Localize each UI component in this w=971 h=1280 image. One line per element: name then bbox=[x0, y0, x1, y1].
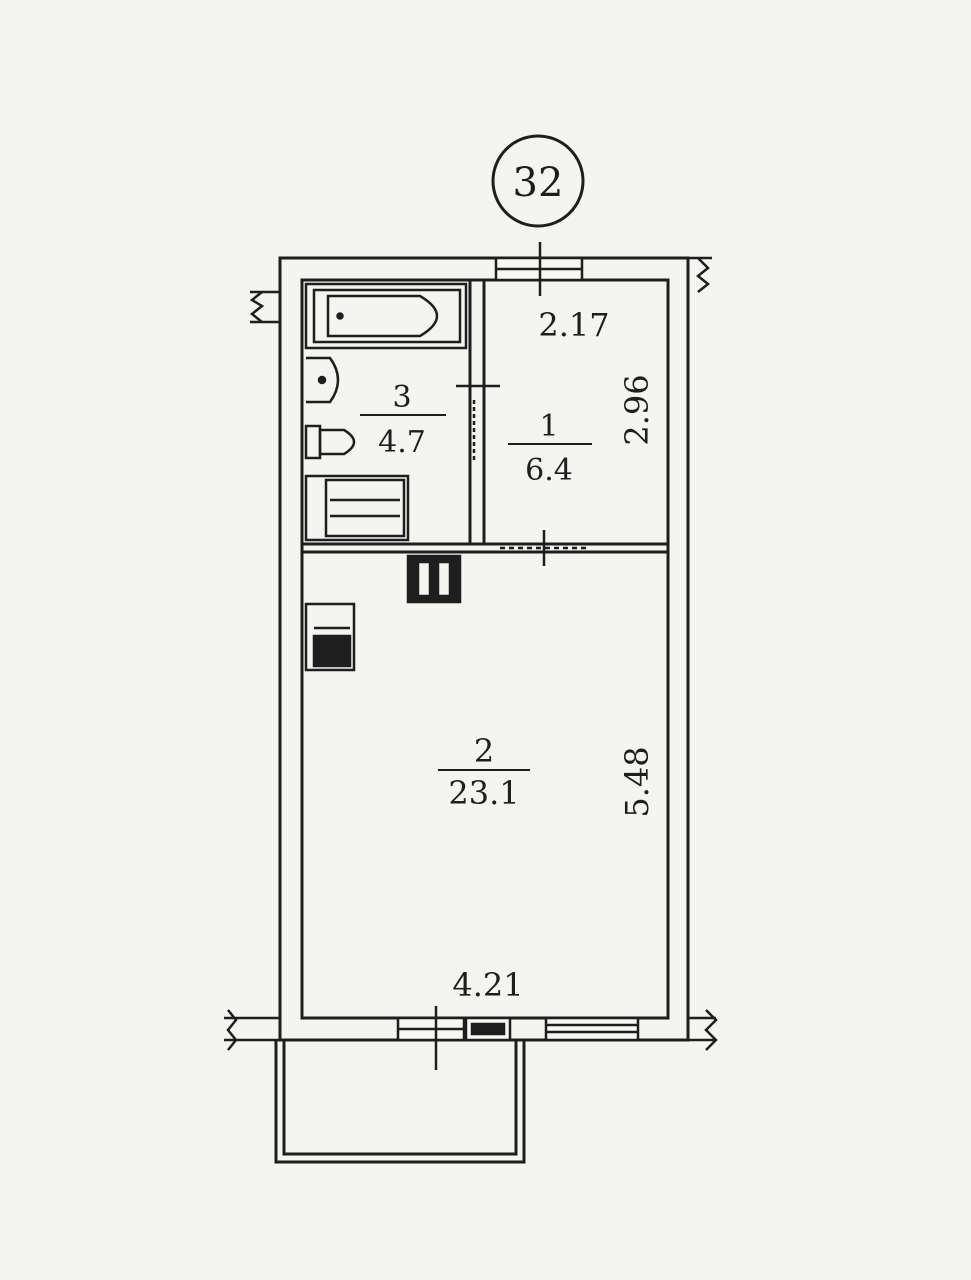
room-1-area: 6.4 bbox=[525, 453, 573, 488]
dimension-room2-width: 4.21 bbox=[452, 966, 523, 1004]
room-3-area: 4.7 bbox=[378, 425, 426, 460]
room-1-number: 1 bbox=[539, 409, 558, 444]
dimension-room1-length: 2.96 bbox=[618, 374, 656, 445]
break-mark-top-right bbox=[695, 257, 711, 293]
room-2-label: 2 23.1 bbox=[438, 732, 530, 812]
wall-break-marks bbox=[224, 256, 718, 1051]
room-2-area: 23.1 bbox=[448, 774, 519, 812]
balcony bbox=[274, 1040, 526, 1164]
unit-number-badge: 32 bbox=[491, 134, 585, 228]
room-3-label: 3 4.7 bbox=[360, 380, 446, 460]
bottom-openings bbox=[396, 1006, 640, 1070]
top-window bbox=[494, 242, 584, 296]
bottom-window-right bbox=[544, 1016, 640, 1042]
break-mark-bottom-right bbox=[704, 1009, 718, 1051]
room-2-number: 2 bbox=[474, 732, 494, 770]
unit-number-text: 32 bbox=[513, 160, 564, 206]
toilet-icon bbox=[304, 424, 356, 460]
dimension-room1-width: 2.17 bbox=[538, 306, 609, 344]
washing-machine-icon bbox=[304, 474, 410, 542]
break-mark-bottom-left bbox=[226, 1009, 238, 1051]
room-3-number: 3 bbox=[392, 380, 411, 415]
bathtub-icon bbox=[304, 282, 468, 350]
room-1-label: 1 6.4 bbox=[508, 409, 592, 488]
interior-partitions bbox=[302, 280, 668, 554]
sink-icon bbox=[306, 356, 340, 404]
break-mark-top-left bbox=[249, 291, 265, 323]
stove-icon bbox=[304, 602, 356, 672]
dimension-room2-length: 5.48 bbox=[618, 746, 656, 817]
door-ticks bbox=[456, 384, 590, 566]
shaft-icon bbox=[406, 554, 462, 604]
